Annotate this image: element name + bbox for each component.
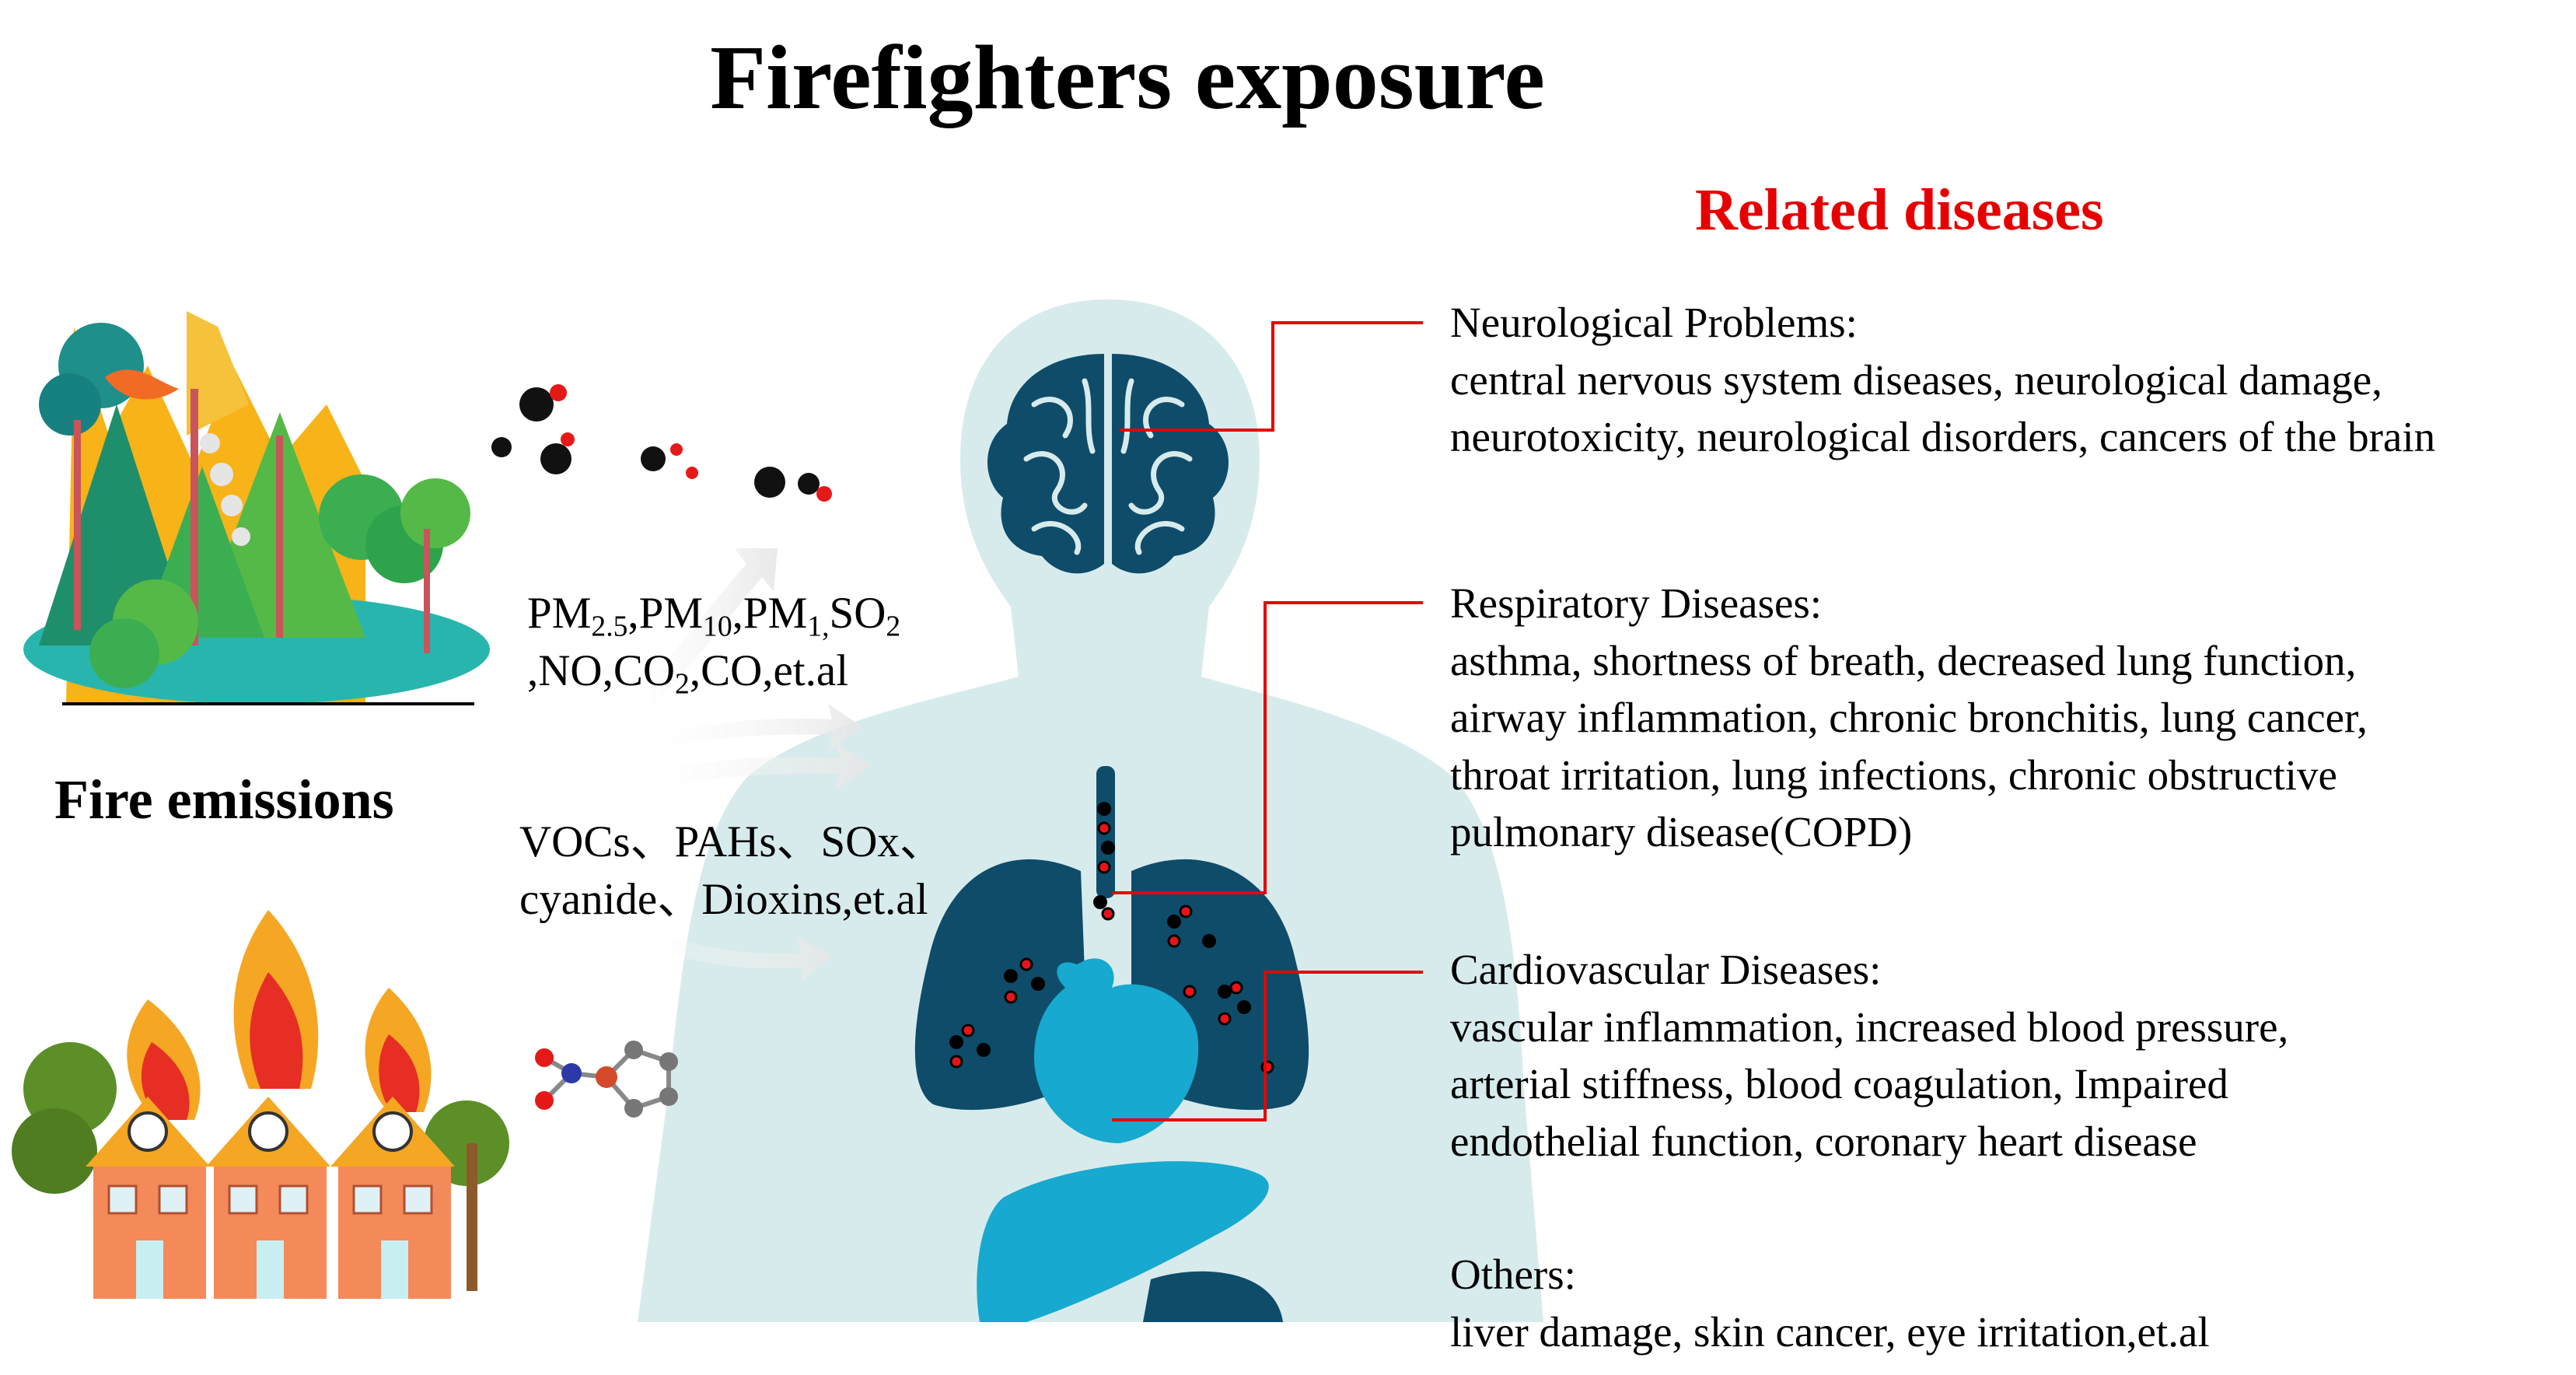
- pollutant-group-organics: VOCs、PAHs、SOx、 cyanide、Dioxins,et.al: [519, 813, 944, 929]
- pollutant-line: PM2.5,PM10,PM1,SO2: [527, 589, 901, 643]
- chemical-molecule-icon: [535, 1041, 678, 1118]
- disease-line: pulmonary disease(COPD): [1450, 808, 1913, 855]
- subscript: 2: [886, 610, 901, 643]
- disease-line: vascular inflammation, increased blood p…: [1450, 1002, 2289, 1051]
- disease-line: neurotoxicity, neurological disorders, c…: [1450, 413, 2436, 460]
- disease-line: central nervous system diseases, neurolo…: [1450, 355, 2382, 404]
- disease-line: asthma, shortness of breath, decreased l…: [1450, 636, 2357, 684]
- disease-block-respiratory: Respiratory Diseases: asthma, shortness …: [1450, 575, 2368, 861]
- liver-icon: [977, 1161, 1283, 1322]
- disease-block-others: Others: liver damage, skin cancer, eye i…: [1450, 1246, 2210, 1360]
- connector-lines: [1112, 321, 1423, 1121]
- disease-heading: Others:: [1450, 1251, 1576, 1298]
- particle-molecules-icon: [491, 384, 832, 502]
- disease-line: endothelial function, coronary heart dis…: [1450, 1117, 2197, 1165]
- subscript: 2.5: [591, 610, 628, 643]
- disease-block-neurological: Neurological Problems: central nervous s…: [1450, 294, 2435, 466]
- heart-icon: [1034, 958, 1199, 1143]
- brain-icon: [987, 354, 1229, 574]
- exposure-arrows: [606, 548, 871, 981]
- disease-line: liver damage, skin cancer, eye irritatio…: [1450, 1307, 2210, 1356]
- disease-line: throat irritation, lung infections, chro…: [1450, 750, 2337, 799]
- pollutant-line: cyanide、Dioxins,et.al: [519, 875, 928, 924]
- disease-block-cardiovascular: Cardiovascular Diseases: vascular inflam…: [1450, 941, 2288, 1170]
- disease-heading: Cardiovascular Diseases:: [1450, 946, 1882, 993]
- disease-line: arterial stiffness, blood coagulation, I…: [1450, 1060, 2228, 1107]
- fire-emissions-label: Fire emissions: [54, 768, 394, 831]
- human-body-icon: [638, 299, 1543, 1322]
- forest-fire-icon: [23, 311, 490, 705]
- subscript: 1,: [807, 610, 830, 643]
- disease-heading: Respiratory Diseases:: [1450, 579, 1823, 627]
- burning-houses-icon: [12, 910, 509, 1299]
- subscript: 2: [675, 667, 690, 701]
- disease-line: airway inflammation, chronic bronchitis,…: [1450, 694, 2368, 741]
- disease-heading: Neurological Problems:: [1450, 299, 1858, 346]
- pollutant-line: ,NO,CO2,CO,et.al: [527, 646, 849, 701]
- main-title: Firefighters exposure: [710, 26, 1545, 128]
- pollutant-group-particulates: PM2.5,PM10,PM1,SO2 ,NO,CO2,CO,et.al: [527, 585, 900, 700]
- subscript: 10: [703, 610, 732, 643]
- related-diseases-title: Related diseases: [1695, 177, 2104, 243]
- pollutant-line: VOCs、PAHs、SOx、: [519, 817, 944, 866]
